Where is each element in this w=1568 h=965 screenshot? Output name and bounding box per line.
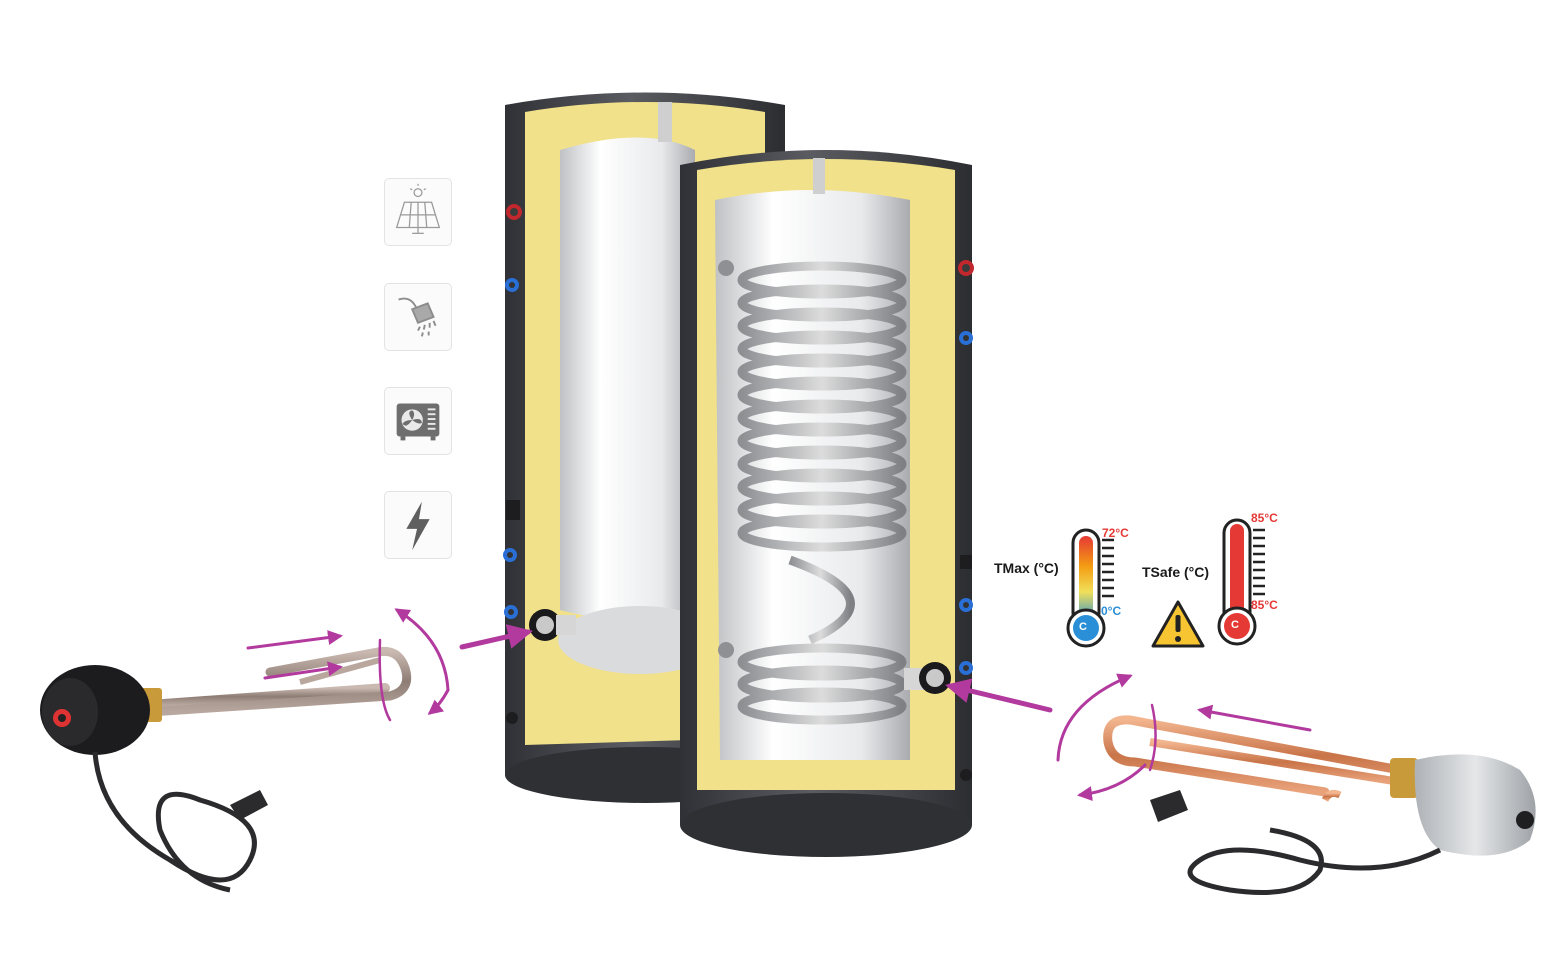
shower-icon <box>384 283 452 351</box>
solar-panel-icon <box>384 178 452 246</box>
heat-exchanger-coil <box>737 261 907 725</box>
thermometer-max-icon <box>1066 528 1114 648</box>
tmax-high-value: 72°C <box>1102 526 1129 540</box>
arrow-left-mid <box>263 661 343 680</box>
heat-pump-icon <box>384 387 452 455</box>
tmax-badge: C <box>1079 621 1087 633</box>
flow-arrows <box>246 608 1312 801</box>
lightning-icon <box>384 491 452 559</box>
arc-left-inner <box>378 638 392 722</box>
arrow-into-front-tank <box>945 678 1053 713</box>
warning-triangle-icon <box>1151 600 1205 648</box>
tsafe-high-value: 85°C <box>1251 511 1278 525</box>
arc-left-bottom <box>427 688 450 715</box>
arc-right-top <box>1056 673 1133 762</box>
arrow-into-back-tank <box>459 624 533 650</box>
tsafe-label: TSafe (°C) <box>1142 564 1210 580</box>
tsafe-badge: C <box>1231 619 1239 631</box>
arc-left-top <box>394 608 450 692</box>
thermometer-safe-icon <box>1217 518 1265 646</box>
arc-right-inner <box>1148 703 1157 772</box>
immersion-heater-left <box>40 646 412 893</box>
tsafe-low-value: 85°C <box>1251 598 1278 612</box>
immersion-heater-right <box>1103 715 1536 895</box>
tmax-low-value: 0°C <box>1101 604 1122 618</box>
buffer-tank-front <box>680 150 974 857</box>
arrow-left-top <box>246 630 343 650</box>
arc-right-bottom <box>1077 763 1147 801</box>
tmax-label: TMax (°C) <box>994 560 1059 576</box>
arrow-right-top <box>1197 704 1312 732</box>
